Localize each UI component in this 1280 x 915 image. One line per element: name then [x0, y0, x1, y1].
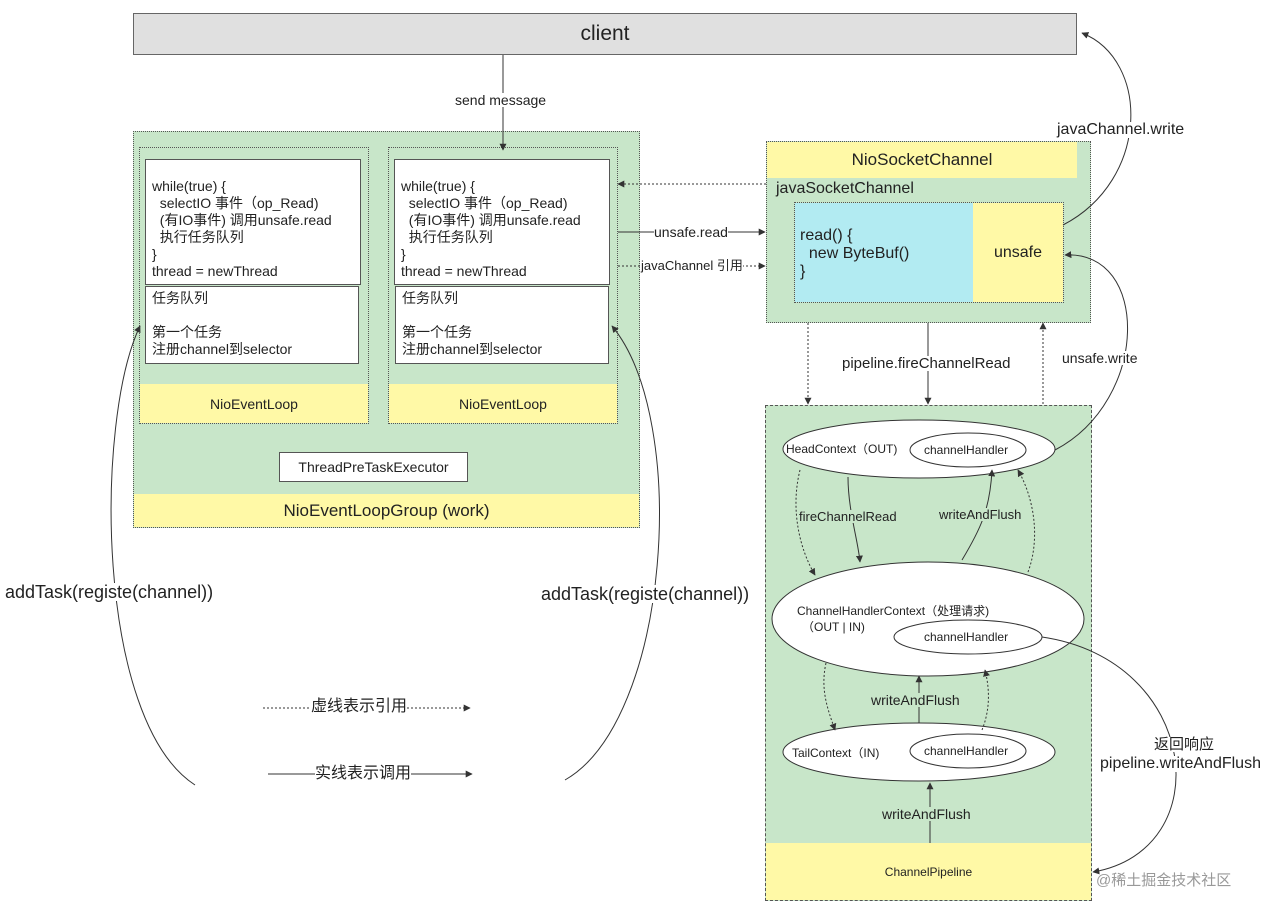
- nio-socket-channel-title: NioSocketChannel: [851, 150, 993, 169]
- handler-context-ellipse: [771, 561, 1085, 677]
- unsafe-write-arrow: [1054, 251, 1129, 451]
- java-socket-channel-label: javaSocketChannel: [776, 180, 914, 197]
- add-task-label-2: addTask(registe(channel)): [541, 584, 750, 604]
- return-response-arrow: [1041, 636, 1177, 875]
- write-and-flush-label-1: writeAndFlush: [939, 507, 1022, 522]
- loop-2-code: while(true) { selectIO 事件（op_Read) (有IO事…: [394, 159, 610, 285]
- event-loop-group-label-box: NioEventLoopGroup (work): [134, 494, 639, 527]
- tail-to-ctx-ref-arrow: [981, 669, 990, 731]
- write-and-flush-label-3: writeAndFlush: [882, 806, 971, 822]
- ctx-to-tail-ref-arrow: [823, 662, 837, 731]
- loop-2-name-box: NioEventLoop: [389, 384, 617, 423]
- head-context-label: HeadContext（OUT): [786, 442, 898, 456]
- head-handler-label: channelHandler: [924, 443, 1009, 457]
- tail-handler-ellipse: [909, 733, 1027, 769]
- loop-1-name-box: NioEventLoop: [140, 384, 368, 423]
- event-loop-1: [139, 147, 369, 424]
- client-label: client: [580, 22, 630, 45]
- nio-socket-channel-title-box: NioSocketChannel: [767, 142, 1077, 178]
- add-task-label-1: addTask(registe(channel)): [5, 582, 214, 602]
- write-and-flush-label-2: writeAndFlush: [871, 692, 960, 708]
- unsafe-box: unsafe: [973, 203, 1063, 302]
- watermark: @稀土掘金技术社区: [1096, 872, 1232, 889]
- fire-channel-read-label: pipeline.fireChannelRead: [842, 355, 1011, 372]
- channel-pipeline-label-box: ChannelPipeline: [766, 843, 1091, 900]
- event-loop-group-label: NioEventLoopGroup (work): [283, 500, 490, 520]
- add-task-arrow-1: [110, 325, 196, 786]
- head-to-ctx-ref-arrow: [795, 469, 816, 576]
- java-socket-channel-box: [794, 202, 1064, 303]
- context-handler-label: channelHandler: [924, 630, 1009, 644]
- return-response-method-label: pipeline.writeAndFlush: [1100, 755, 1261, 772]
- ctx-to-head-ref-arrow: [1017, 469, 1036, 573]
- return-response-label: 返回响应: [1154, 736, 1215, 753]
- executor-label: ThreadPreTaskExecutor: [298, 459, 449, 475]
- unsafe-write-label: unsafe.write: [1062, 350, 1138, 366]
- handler-context-mode-label: （OUT | IN): [802, 620, 865, 634]
- loop-1-code: while(true) { selectIO 事件（op_Read) (有IO事…: [145, 159, 361, 285]
- executor-box: ThreadPreTaskExecutor: [279, 452, 468, 482]
- unsafe-read-label: unsafe.read: [654, 224, 728, 240]
- tail-context-label: TailContext（IN): [792, 746, 880, 760]
- handler-context-label: ChannelHandlerContext（处理请求): [797, 604, 990, 618]
- legend-solid-label: 实线表示调用: [315, 765, 412, 782]
- loop-2-task-queue: 任务队列 第一个任务 注册channel到selector: [395, 286, 609, 364]
- loop-1-task-queue: 任务队列 第一个任务 注册channel到selector: [145, 286, 359, 364]
- loop-2-name: NioEventLoop: [459, 395, 547, 412]
- loop-1-name: NioEventLoop: [210, 395, 298, 412]
- legend-dashed-label: 虚线表示引用: [311, 698, 408, 715]
- unsafe-label: unsafe: [993, 243, 1043, 261]
- tail-handler-label: channelHandler: [924, 744, 1009, 758]
- channel-pipeline-label: ChannelPipeline: [884, 864, 973, 879]
- add-task-arrow-2: [564, 325, 660, 781]
- fire-channel-read-short-label: fireChannelRead: [799, 509, 897, 524]
- send-message-label: send message: [455, 92, 547, 108]
- read-method-box: read() { new ByteBuf() }: [795, 203, 973, 302]
- java-channel-write-label: javaChannel.write: [1057, 121, 1185, 138]
- java-channel-ref-label: javaChannel 引用: [641, 258, 743, 273]
- head-to-ctx-arrow: [847, 476, 863, 563]
- client-box: client: [133, 13, 1077, 55]
- head-handler-ellipse: [909, 432, 1027, 468]
